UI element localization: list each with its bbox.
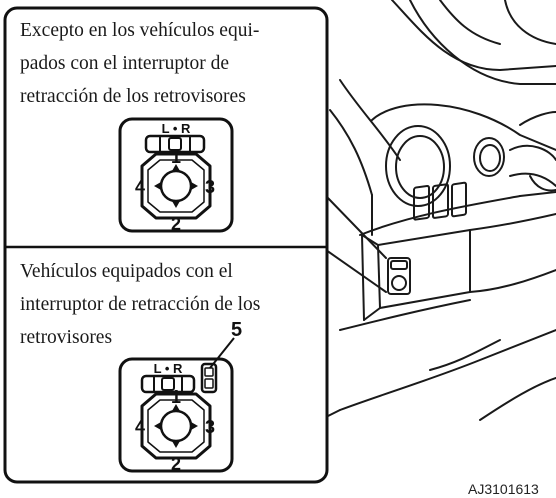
lr-label: L • R [154,361,183,376]
marker-3: 3 [205,417,215,437]
top-caption-line-3: retracción de los retrovisores [20,86,246,107]
direction-arrows-icon [154,164,198,208]
marker-2: 2 [171,454,181,474]
retraction-switch [200,362,218,394]
bottom-caption-line-2: interruptor de retracción de los [20,294,261,315]
top-caption-line-2: pados con el interruptor de [20,53,230,74]
figure-code: AJ3101613 [468,481,539,497]
callout-5: 5 [231,319,242,341]
bottom-caption-line-1: Vehículos equipados con el [20,261,233,282]
top-caption-line-1: Excepto en los vehículos equi- [20,20,260,41]
directional-pad-outline [140,152,212,220]
marker-4: 4 [135,417,145,437]
marker-1: 1 [171,387,181,407]
marker-4: 4 [135,177,145,197]
directional-pad-outline [140,392,212,460]
direction-arrows-icon [154,404,198,448]
marker-2: 2 [171,214,181,234]
top-mirror-switch: L • R 1 2 3 4 [118,117,234,234]
marker-1: 1 [171,147,181,167]
lr-selector-switch [144,134,206,154]
bottom-caption-line-3: retrovisores [20,327,113,348]
lr-label: L • R [162,121,191,136]
bottom-mirror-switch: L • R 1 2 3 4 [118,357,234,474]
lr-selector-switch [140,374,196,394]
marker-3: 3 [205,177,215,197]
